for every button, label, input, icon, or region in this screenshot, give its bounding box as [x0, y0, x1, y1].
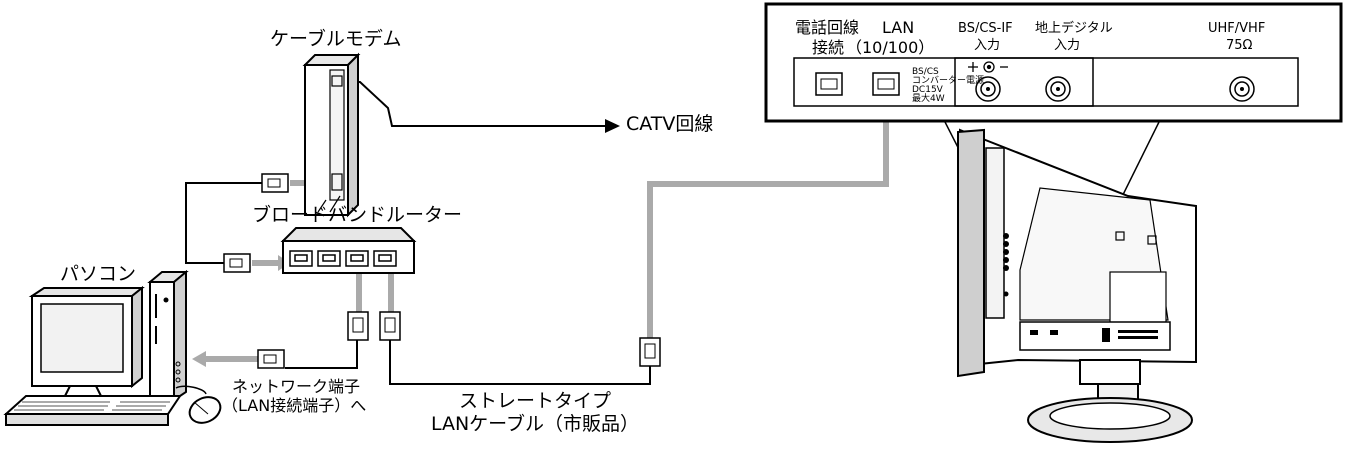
lan-plug-router-pc — [347, 311, 369, 341]
catv-line-label: CATV回線 — [626, 113, 714, 135]
uhf-vhf-connector — [1229, 76, 1255, 102]
lan-plug-pc — [257, 349, 285, 369]
power-polarity-symbol — [968, 61, 1008, 73]
bscs-if-label: BS/CS-IF — [958, 21, 1013, 36]
router-pc-cable — [285, 340, 358, 369]
router-label: ブロードバンドルーター — [252, 204, 462, 226]
personal-computer — [3, 269, 222, 426]
impedance-label: 75Ω — [1226, 38, 1253, 53]
lan-plug-router-in — [223, 253, 251, 273]
lan-plug-modem — [261, 173, 289, 193]
router-tv-cable — [389, 340, 651, 385]
network-port-label-line2: （LAN接続端子）へ — [222, 396, 367, 415]
terrestrial-input-label: 入力 — [1054, 38, 1081, 53]
catv-line — [336, 81, 620, 133]
bscs-if-connector — [975, 76, 1001, 102]
television-rear — [943, 119, 1197, 443]
phone-line-jack — [815, 72, 843, 96]
lan-label-2: （10/100） — [846, 38, 935, 57]
straight-cable-label-line2: LANケーブル（市販品） — [430, 413, 640, 435]
terrestrial-digital-label: 地上デジタル — [1035, 21, 1113, 36]
power-note-line3: DC15V — [912, 85, 943, 95]
power-note-line1: BS/CS — [912, 67, 939, 77]
tv-terminal-panel — [764, 2, 1343, 123]
broadband-router — [280, 227, 417, 274]
pc-label: パソコン — [60, 263, 137, 285]
lan-plug-tv — [639, 337, 661, 367]
lan-jack — [872, 72, 900, 96]
cable-modem — [302, 52, 361, 218]
pc-arrowhead — [192, 351, 206, 367]
modem-router-cable — [185, 182, 270, 264]
cable-modem-label: ケーブルモデム — [270, 28, 402, 50]
phone-line-label-2: 接続 — [812, 38, 845, 57]
uhf-vhf-label: UHF/VHF — [1208, 21, 1266, 36]
power-note-line2: コンバーター電源 — [912, 76, 985, 86]
power-note-line4: 最大4W — [912, 94, 945, 104]
phone-line-label-1: 電話回線 — [795, 18, 860, 37]
bscs-input-label: 入力 — [974, 38, 1001, 53]
terrestrial-digital-connector — [1045, 76, 1071, 102]
lan-label-1: LAN — [882, 18, 915, 37]
grey-connection-lines — [203, 88, 889, 362]
lan-plug-router-tv — [379, 311, 401, 341]
straight-cable-label-line1: ストレートタイプ — [458, 390, 611, 412]
network-port-label-line1: ネットワーク端子 — [232, 377, 361, 396]
